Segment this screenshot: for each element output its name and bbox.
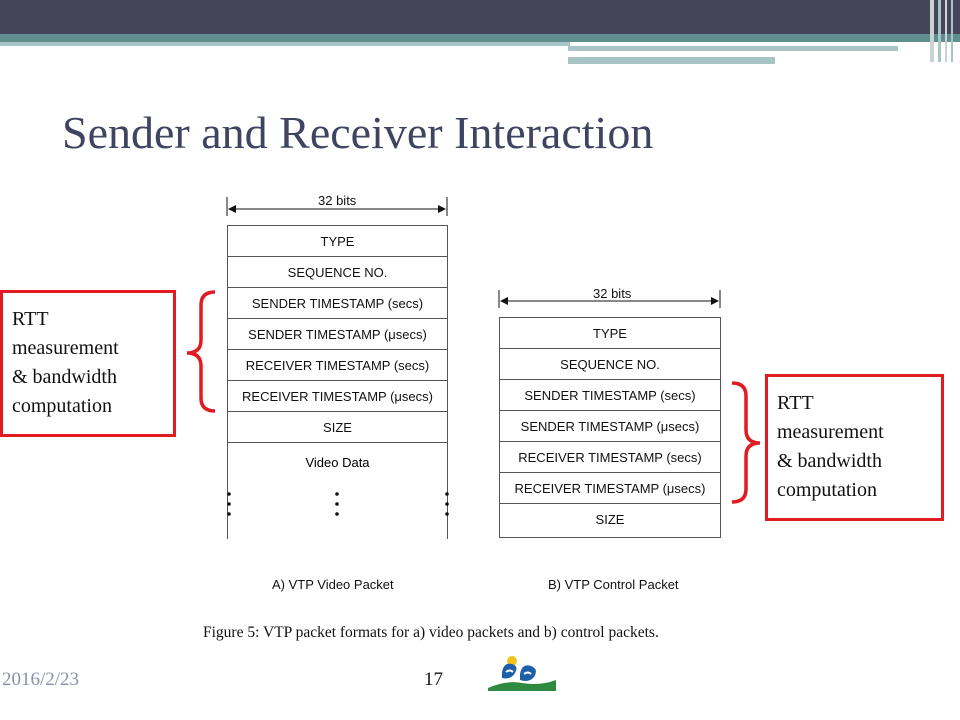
control-field: SENDER TIMESTAMP (μsecs): [500, 411, 720, 442]
annotation-line: & bandwidth: [12, 366, 117, 388]
left-annotation-box: RTT measurement & bandwidth computation: [0, 290, 176, 437]
right-annotation-box: RTT measurement & bandwidth computation: [765, 374, 944, 521]
annotation-line: & bandwidth: [777, 450, 882, 472]
control-field: TYPE: [500, 318, 720, 349]
control-packet-caption: B) VTP Control Packet: [548, 577, 679, 592]
video-data-area: Video Data: [228, 443, 447, 540]
video-field: SIZE: [228, 412, 447, 443]
control-field: RECEIVER TIMESTAMP (μsecs): [500, 473, 720, 504]
annotation-line: measurement: [777, 421, 884, 443]
video-field: SEQUENCE NO.: [228, 257, 447, 288]
video-field: TYPE: [228, 226, 447, 257]
video-width-label: 32 bits: [318, 193, 357, 208]
control-width-label: 32 bits: [593, 286, 632, 301]
annotation-line: computation: [12, 395, 112, 417]
video-field: SENDER TIMESTAMP (μsecs): [228, 319, 447, 350]
video-field: SENDER TIMESTAMP (secs): [228, 288, 447, 319]
annotation-line: RTT: [777, 392, 814, 414]
annotation-line: computation: [777, 479, 877, 501]
footer-date: 2016/2/23: [2, 669, 80, 690]
logo-icon: [488, 656, 556, 691]
annotation-line: measurement: [12, 337, 119, 359]
video-packet: TYPE SEQUENCE NO. SENDER TIMESTAMP (secs…: [227, 225, 448, 539]
annotation-line: RTT: [12, 308, 49, 330]
control-field: SEQUENCE NO.: [500, 349, 720, 380]
video-data-label: Video Data: [305, 455, 370, 470]
slide-title: Sender and Receiver Interaction: [62, 107, 654, 158]
page-number: 17: [424, 669, 443, 690]
control-packet: TYPE SEQUENCE NO. SENDER TIMESTAMP (secs…: [499, 317, 721, 538]
video-field: RECEIVER TIMESTAMP (secs): [228, 350, 447, 381]
control-field: SENDER TIMESTAMP (secs): [500, 380, 720, 411]
control-field: SIZE: [595, 512, 625, 527]
control-field: RECEIVER TIMESTAMP (secs): [500, 442, 720, 473]
video-packet-caption: A) VTP Video Packet: [272, 577, 394, 592]
figure-caption: Figure 5: VTP packet formats for a) vide…: [203, 624, 659, 641]
video-field: RECEIVER TIMESTAMP (μsecs): [228, 381, 447, 412]
